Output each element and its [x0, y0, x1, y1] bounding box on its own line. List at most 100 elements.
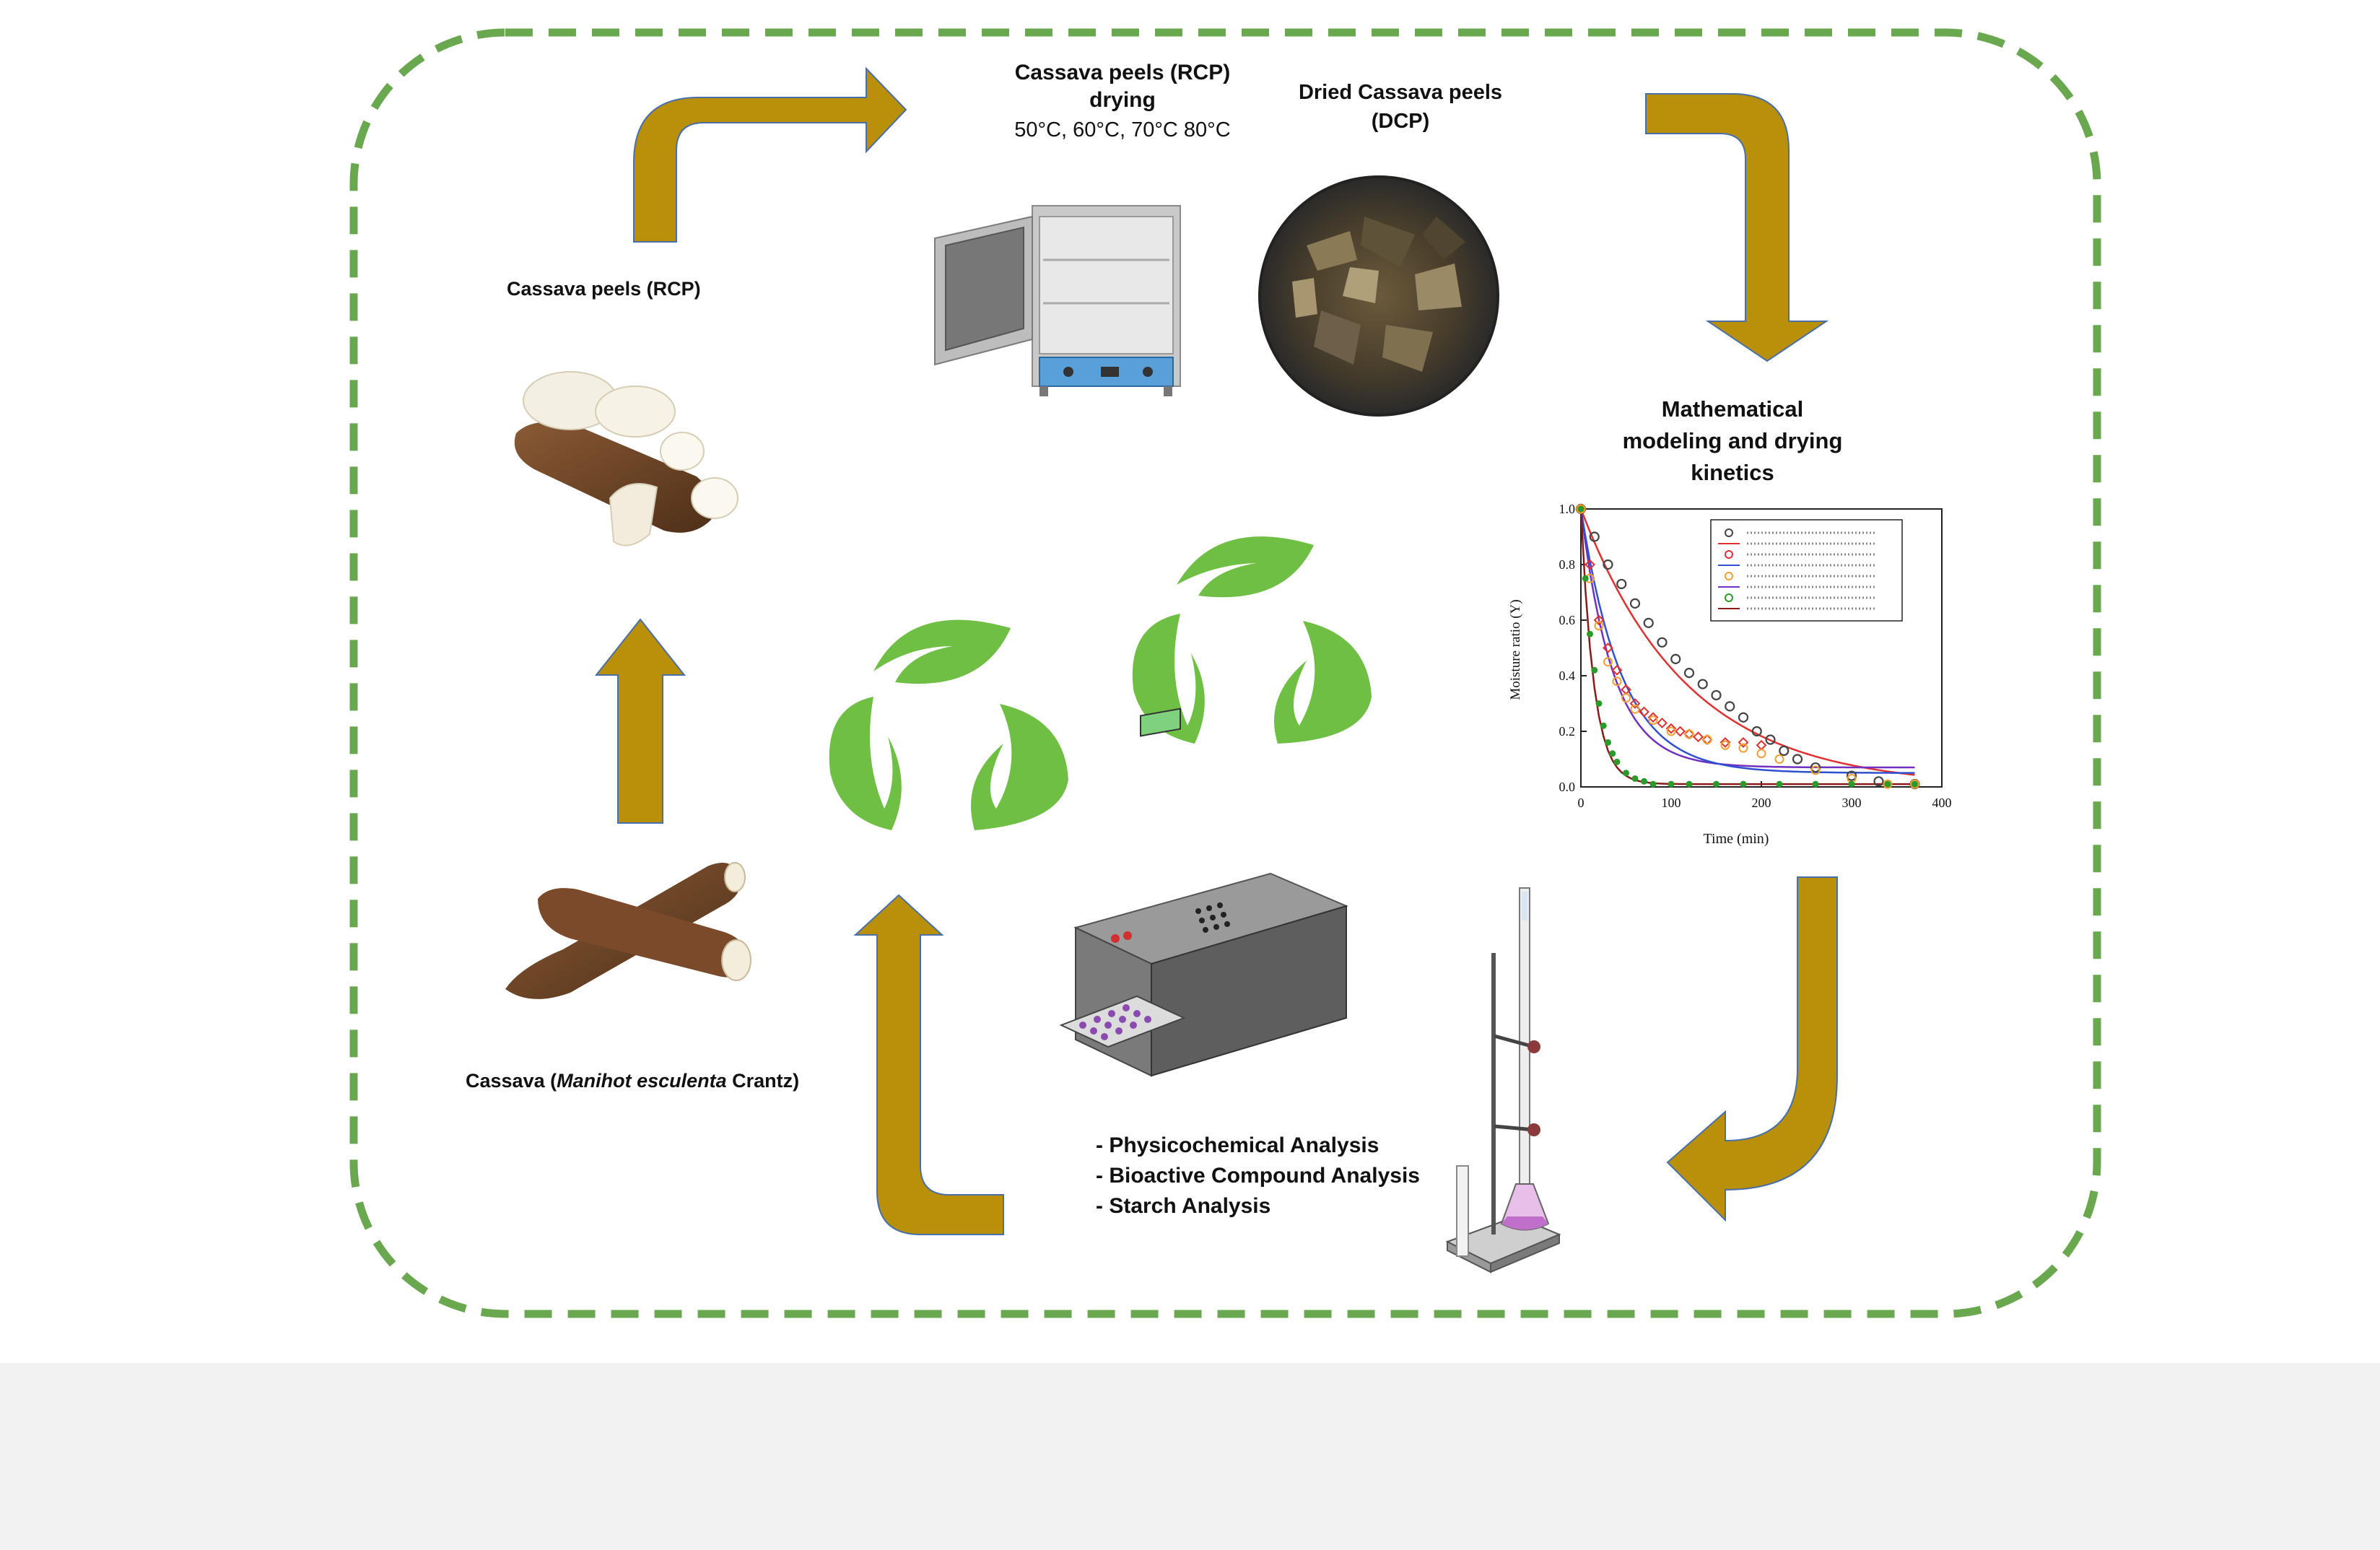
data-point — [1621, 693, 1631, 703]
y-tick-label: 0.0 — [1559, 780, 1576, 794]
chart-ylabel: Moisture ratio (Y) — [1508, 599, 1523, 700]
data-point — [1666, 726, 1676, 736]
footer-band — [0, 1363, 2380, 1550]
data-point — [1738, 712, 1749, 723]
data-point — [1613, 758, 1621, 765]
legend-marker — [1725, 593, 1733, 602]
data-point — [1593, 614, 1605, 626]
modeling-title: Mathematical modeling and drying kinetic… — [1574, 393, 1891, 489]
data-point — [1647, 712, 1659, 723]
data-point — [1702, 735, 1712, 745]
data-point — [1738, 736, 1749, 748]
cassava-peels-photo — [514, 371, 738, 547]
arrow-up-left — [594, 618, 686, 824]
recycle-leaves-right-icon — [1132, 536, 1372, 744]
analysis-list: - Physicochemical Analysis - Bioactive C… — [1096, 1131, 1420, 1222]
data-point — [1589, 531, 1600, 542]
data-point — [1725, 701, 1735, 712]
plate-reader-illustration — [1059, 707, 1348, 1077]
dried-peels-photo — [1258, 175, 1499, 417]
analysis-item: - Bioactive Compound Analysis — [1096, 1164, 1420, 1188]
data-point — [1603, 657, 1613, 667]
data-point — [1719, 736, 1731, 748]
analysis-item: - Physicochemical Analysis — [1096, 1133, 1379, 1157]
arrow-to-drying — [633, 66, 907, 243]
data-point — [1629, 598, 1641, 609]
data-point — [1605, 739, 1611, 746]
legend-marker — [1725, 572, 1733, 580]
arrow-back-to-cycle — [853, 894, 1004, 1235]
data-point — [1848, 780, 1855, 788]
data-point — [1595, 700, 1603, 707]
rcp-drying-title: Cassava peels (RCP) drying — [975, 59, 1270, 114]
legend-marker — [1725, 528, 1733, 537]
modeling-title-line2: modeling and drying — [1622, 428, 1843, 453]
data-point — [1609, 750, 1616, 757]
data-point — [1883, 779, 1893, 789]
data-point — [1643, 617, 1654, 628]
data-point — [1629, 698, 1641, 709]
data-point — [1713, 780, 1719, 788]
y-tick-label: 0.6 — [1559, 613, 1576, 627]
data-point — [1873, 776, 1884, 787]
recycle-leaves-left-icon — [829, 619, 1068, 830]
y-tick-label: 0.2 — [1559, 724, 1576, 739]
y-tick-label: 0.8 — [1559, 557, 1576, 572]
data-point — [1612, 676, 1622, 687]
data-point — [1693, 731, 1704, 743]
drying-temperatures: 50°C, 60°C, 70°C 80°C — [1014, 118, 1231, 141]
data-point — [1810, 762, 1821, 773]
data-point — [1774, 754, 1784, 764]
modeling-title-line3: kinetics — [1691, 460, 1774, 485]
x-tick-label: 200 — [1752, 796, 1771, 810]
arrow-to-analysis — [1666, 876, 1838, 1222]
x-tick-label: 0 — [1578, 796, 1585, 810]
data-point — [1792, 754, 1803, 765]
data-point — [1657, 718, 1668, 728]
data-point — [1657, 637, 1668, 648]
fit-curve — [1579, 508, 1915, 769]
data-point — [1582, 575, 1589, 582]
data-point — [1631, 775, 1639, 782]
data-point — [1738, 743, 1748, 753]
x-tick-label: 300 — [1842, 796, 1862, 810]
data-point — [1648, 715, 1658, 726]
data-point — [1683, 668, 1695, 679]
data-point — [1603, 643, 1613, 653]
titration-setup-illustration — [1445, 887, 1561, 1273]
data-point — [1846, 770, 1857, 781]
analysis-item: - Starch Analysis — [1096, 1194, 1271, 1218]
data-point — [1884, 780, 1891, 788]
data-point — [1670, 653, 1681, 665]
modeling-title-line1: Mathematical — [1661, 396, 1804, 422]
cassava-label: Cassava (Manihot esculenta Crantz) — [466, 1070, 799, 1092]
data-point — [1576, 504, 1586, 514]
data-point — [1594, 621, 1604, 631]
data-point — [1686, 780, 1693, 788]
data-point — [1684, 729, 1694, 739]
rcp-drying-title-line2: drying — [1089, 88, 1156, 112]
y-tick-label: 0.4 — [1559, 669, 1576, 683]
data-point — [1740, 780, 1747, 788]
chart-xlabel: Time (min) — [1704, 831, 1769, 847]
dcp-title: Dried Cassava peels (DCP) — [1278, 78, 1523, 136]
arrow-to-modeling — [1645, 93, 1829, 362]
data-point — [1910, 779, 1919, 789]
dcp-title-line2: (DCP) — [1371, 110, 1430, 133]
rcp-drying-temps: 50°C, 60°C, 70°C 80°C — [946, 117, 1299, 143]
data-point — [1912, 780, 1918, 788]
data-point — [1585, 559, 1595, 570]
data-point — [1600, 722, 1607, 729]
cassava-label-prefix: Cassava ( — [466, 1070, 557, 1092]
data-point — [1776, 780, 1783, 788]
data-point — [1603, 559, 1613, 570]
data-point — [1616, 578, 1627, 590]
data-point — [1812, 780, 1819, 788]
data-point — [1720, 740, 1730, 750]
data-point — [1611, 664, 1623, 676]
data-point — [1697, 679, 1708, 689]
data-point — [1765, 734, 1776, 745]
cassava-label-suffix: Crantz) — [726, 1070, 800, 1092]
legend-marker — [1725, 550, 1733, 559]
